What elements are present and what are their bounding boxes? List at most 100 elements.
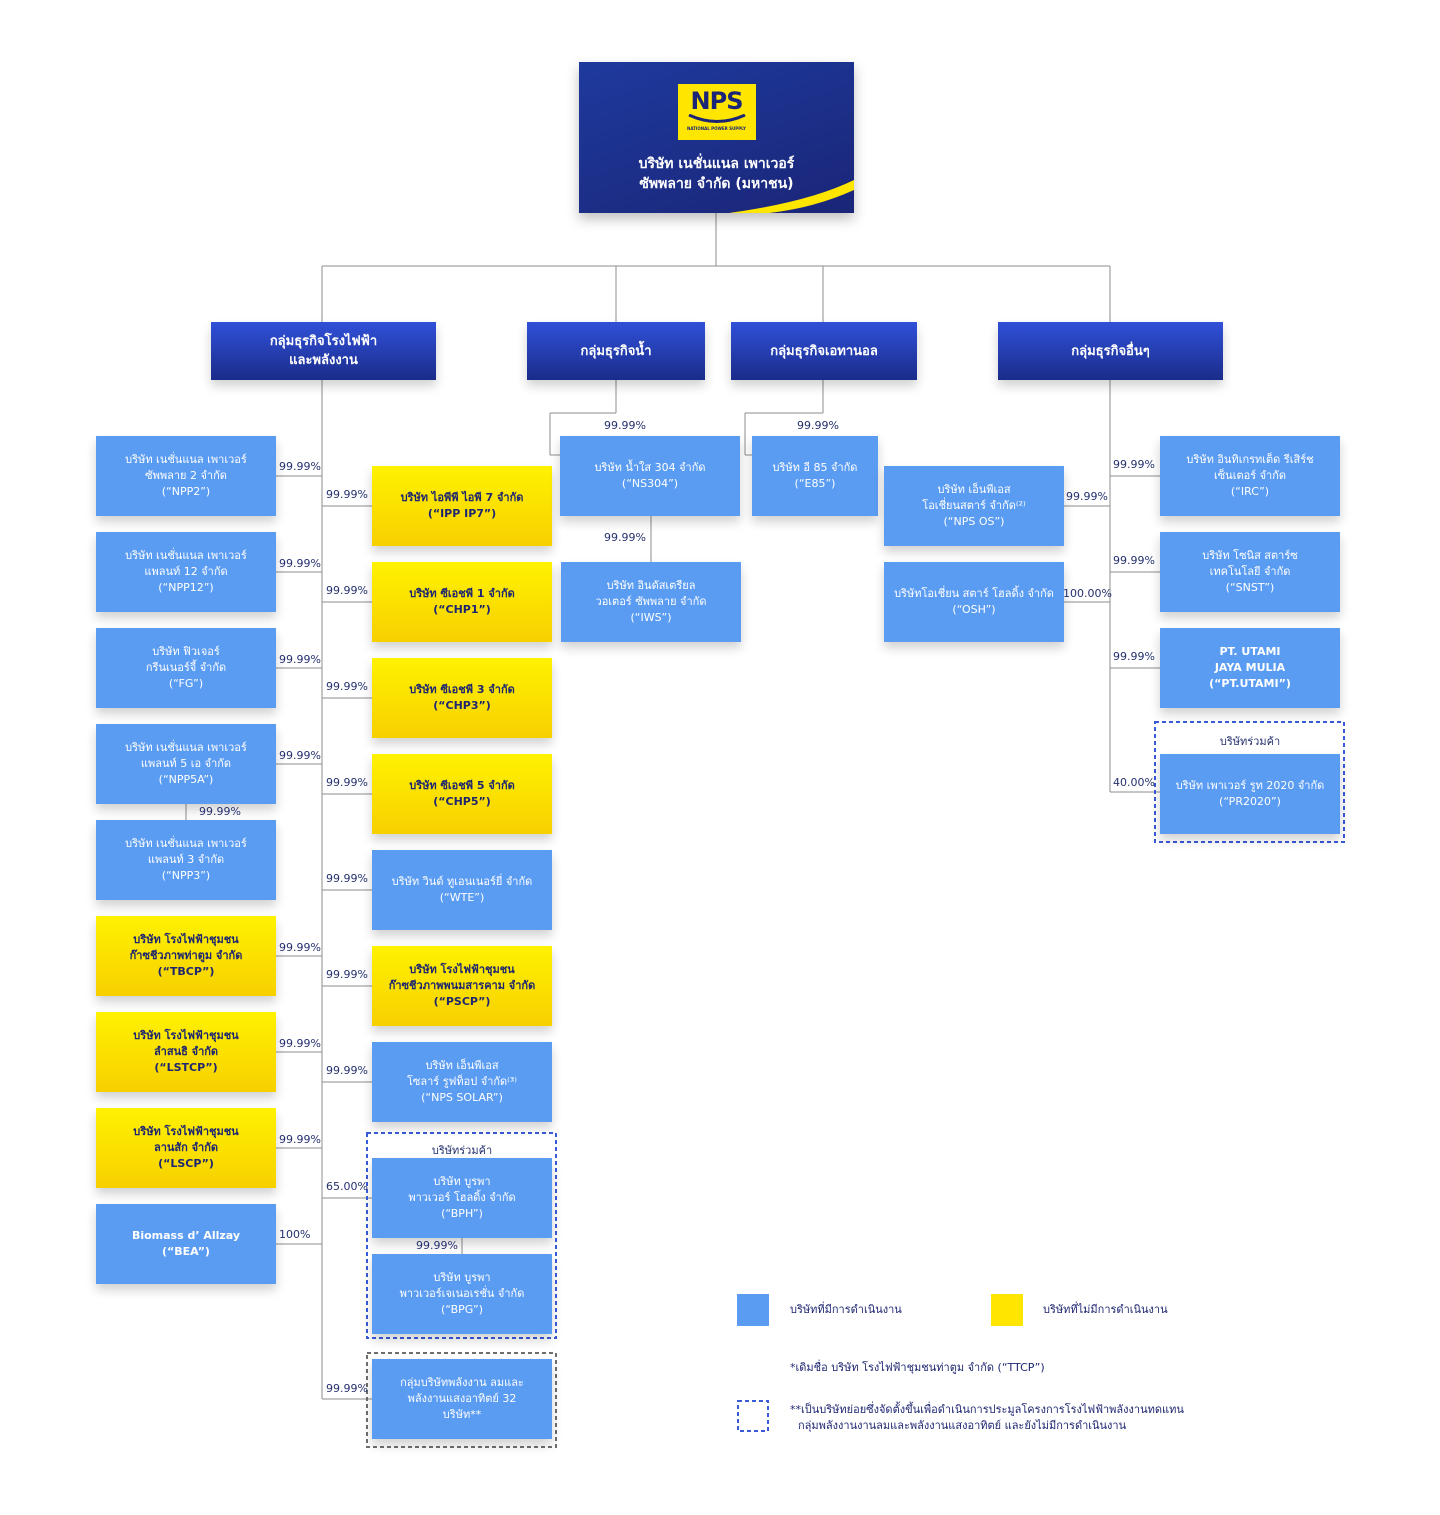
company-code: (“FG”) xyxy=(168,677,204,690)
company-name: เซ็นเตอร์ จำกัด xyxy=(1213,469,1287,482)
legend-operating-swatch xyxy=(737,1294,769,1326)
company-name: บริษัทโอเชี่ยน สตาร์ โฮลดิ้ง จำกัด xyxy=(894,587,1054,600)
company-code: (“SNST”) xyxy=(1225,581,1275,594)
company-code: (“IRC”) xyxy=(1230,485,1270,498)
company-name: บริษัท โรงไฟฟ้าชุมชน xyxy=(133,1029,239,1042)
company-code: (“LSTCP”) xyxy=(154,1061,218,1074)
company-code: (“WTE”) xyxy=(439,891,485,904)
percent-tbcp: 99.99% xyxy=(279,941,321,954)
percent-utami: 99.99% xyxy=(1113,650,1155,663)
company-name: บริษัท โรงไฟฟ้าชุมชน xyxy=(409,963,515,976)
percent-wte: 99.99% xyxy=(326,872,368,885)
company-bea: Biomass d’ Allzay (“BEA”) xyxy=(96,1204,276,1284)
company-npp5a: บริษัท เนชั่นแนล เพาเวอร์ แพลนท์ 5 เอ จำ… xyxy=(96,724,276,804)
company-name: ลานสัก จำกัด xyxy=(153,1141,219,1154)
company-name: โอเชี่ยนสตาร์ จำกัด⁽²⁾ xyxy=(922,499,1026,512)
joint-venture-frame-bph xyxy=(366,1132,557,1339)
company-npp2: บริษัท เนชั่นแนล เพาเวอร์ ซัพพลาย 2 จำกั… xyxy=(96,436,276,516)
company-code: (“TBCP”) xyxy=(157,965,215,978)
logo-text: NPS xyxy=(690,87,744,115)
root-title-line: บริษัท เนชั่นแนล เพาเวอร์ xyxy=(638,156,795,172)
company-code: (“CHP3”) xyxy=(433,699,491,712)
company-tbcp: บริษัท โรงไฟฟ้าชุมชน ก๊าซชีวภาพท่าตูม จำ… xyxy=(96,916,276,996)
company-code: (“PT.UTAMI”) xyxy=(1209,677,1291,690)
percent-npsos: 99.99% xyxy=(1066,490,1108,503)
group-label: กลุ่มธุรกิจโรงไฟฟ้า xyxy=(269,334,378,349)
group-ethanol: กลุ่มธุรกิจเอทานอล xyxy=(731,322,917,380)
percent-e85: 99.99% xyxy=(797,419,839,432)
percent-npp3: 99.99% xyxy=(199,805,241,818)
logo-subtext: NATIONAL POWER SUPPLY xyxy=(687,126,746,131)
logo-smile-icon xyxy=(687,114,746,123)
company-code: (“NPP5A”) xyxy=(158,773,214,786)
joint-venture-label: บริษัทร่วมค้า xyxy=(1219,735,1281,748)
company-code: (“BPH”) xyxy=(441,1207,483,1220)
company-ns304: บริษัท น้ำใส 304 จำกัด (“NS304”) xyxy=(560,436,740,516)
company-chp1: บริษัท ซีเอชพี 1 จำกัด (“CHP1”) xyxy=(372,562,552,642)
company-name: บริษัท บูรพา xyxy=(433,1175,491,1188)
company-name: บริษัท อี 85 จำกัด xyxy=(772,461,858,474)
company-bph: บริษัท บูรพา พาวเวอร์ โฮลดิ้ง จำกัด (“BP… xyxy=(372,1158,552,1238)
root-company-title: บริษัท เนชั่นแนล เพาเวอร์ ซัพพลาย จำกัด … xyxy=(639,154,795,194)
company-code: (“PR2020”) xyxy=(1219,795,1281,808)
percent-npp2: 99.99% xyxy=(279,460,321,473)
company-code: (“NS304”) xyxy=(621,477,679,490)
company-name: ก๊าซชีวภาพท่าตูม จำกัด xyxy=(129,949,243,962)
company-name: บริษัท โรงไฟฟ้าชุมชน xyxy=(133,933,239,946)
company-name: บริษัท บูรพา xyxy=(433,1271,491,1284)
company-name: บริษัท น้ำใส 304 จำกัด xyxy=(594,461,706,474)
company-code: (“LSCP”) xyxy=(158,1157,214,1170)
company-wte: บริษัท วินด์ ทูเอนเนอร์ยี่ จำกัด (“WTE”) xyxy=(372,850,552,930)
percent-irc: 99.99% xyxy=(1113,458,1155,471)
legend-not-operating-swatch xyxy=(991,1294,1023,1326)
company-iws: บริษัท อินดัสเตรียล วอเตอร์ ซัพพลาย จำกั… xyxy=(561,562,741,642)
company-name: บริษัท เอ็นพีเอส xyxy=(425,1059,499,1072)
company-name: บริษัท โซนิส สตาร์ซ xyxy=(1202,549,1298,562)
percent-lscp: 99.99% xyxy=(279,1133,321,1146)
percent-npp12: 99.99% xyxy=(279,557,321,570)
percent-snst: 99.99% xyxy=(1113,554,1155,567)
company-name: กรีนเนอร์จี้ จำกัด xyxy=(145,661,227,674)
company-name: กลุ่มบริษัทพลังงาน ลมและ xyxy=(400,1376,524,1389)
footnote-dashed-line2: กลุ่มพลังงานงานลมและพลังงานแสงอาทิตย์ แล… xyxy=(798,1419,1127,1432)
company-fg: บริษัท ฟิวเจอร์ กรีนเนอร์จี้ จำกัด (“FG”… xyxy=(96,628,276,708)
company-code: (“NPS OS”) xyxy=(943,515,1005,528)
group-label: กลุ่มธุรกิจน้ำ xyxy=(580,343,652,359)
group-label: กลุ่มธุรกิจเอทานอล xyxy=(770,343,878,359)
percent-npssolar: 99.99% xyxy=(326,1064,368,1077)
percent-ipp7: 99.99% xyxy=(326,488,368,501)
company-name: บริษัท เนชั่นแนล เพาเวอร์ xyxy=(125,741,247,754)
company-name: บริษัท ไอพีพี ไอพี 7 จำกัด xyxy=(400,491,524,504)
company-name: บริษัท ซีเอชพี 1 จำกัด xyxy=(409,587,515,600)
company-code: (“E85”) xyxy=(794,477,836,490)
root-company-box: NPS NATIONAL POWER SUPPLY บริษัท เนชั่นแ… xyxy=(579,62,854,213)
percent-chp5: 99.99% xyxy=(326,776,368,789)
company-code: (“IPP IP7”) xyxy=(427,507,497,520)
percent-fg: 99.99% xyxy=(279,653,321,666)
company-code: (“NPP12”) xyxy=(158,581,214,594)
percent-lstcp: 99.99% xyxy=(279,1037,321,1050)
percent-wind: 99.99% xyxy=(326,1382,368,1395)
group-label: กลุ่มธุรกิจอื่นๆ xyxy=(1071,343,1150,359)
dashed-frame-wind xyxy=(366,1352,557,1448)
percent-npp5a: 99.99% xyxy=(279,749,321,762)
company-pr2020: บริษัท เพาเวอร์ รูท 2020 จำกัด (“PR2020”… xyxy=(1160,754,1340,834)
company-code: (“CHP5”) xyxy=(433,795,491,808)
company-code: (“NPP3”) xyxy=(161,869,211,882)
joint-venture-frame-pr2020 xyxy=(1154,721,1345,843)
company-name: พาวเวอร์ โฮลดิ้ง จำกัด xyxy=(408,1191,516,1204)
company-pscp: บริษัท โรงไฟฟ้าชุมชน ก๊าซชีวภาพพนมสารคาม… xyxy=(372,946,552,1026)
company-code: (“IWS”) xyxy=(630,611,672,624)
company-ipp7: บริษัท ไอพีพี ไอพี 7 จำกัด (“IPP IP7”) xyxy=(372,466,552,546)
company-code: (“NPP2”) xyxy=(161,485,211,498)
company-name: บริษัท อินดัสเตรียล xyxy=(606,579,696,592)
percent-osh: 100.00% xyxy=(1063,587,1112,600)
company-name: บริษัท ซีเอชพี 5 จำกัด xyxy=(409,779,515,792)
group-power: กลุ่มธุรกิจโรงไฟฟ้า และพลังงาน xyxy=(211,322,436,380)
company-name: แพลนท์ 5 เอ จำกัด xyxy=(140,757,232,770)
company-npp12: บริษัท เนชั่นแนล เพาเวอร์ แพลนท์ 12 จำกั… xyxy=(96,532,276,612)
legend-dashed-icon xyxy=(737,1400,769,1432)
footnote-former-name: *เดิมชื่อ บริษัท โรงไฟฟ้าชุมชนท่าตูม จำก… xyxy=(790,1361,1045,1374)
company-npp3: บริษัท เนชั่นแนล เพาเวอร์ แพลนท์ 3 จำกัด… xyxy=(96,820,276,900)
